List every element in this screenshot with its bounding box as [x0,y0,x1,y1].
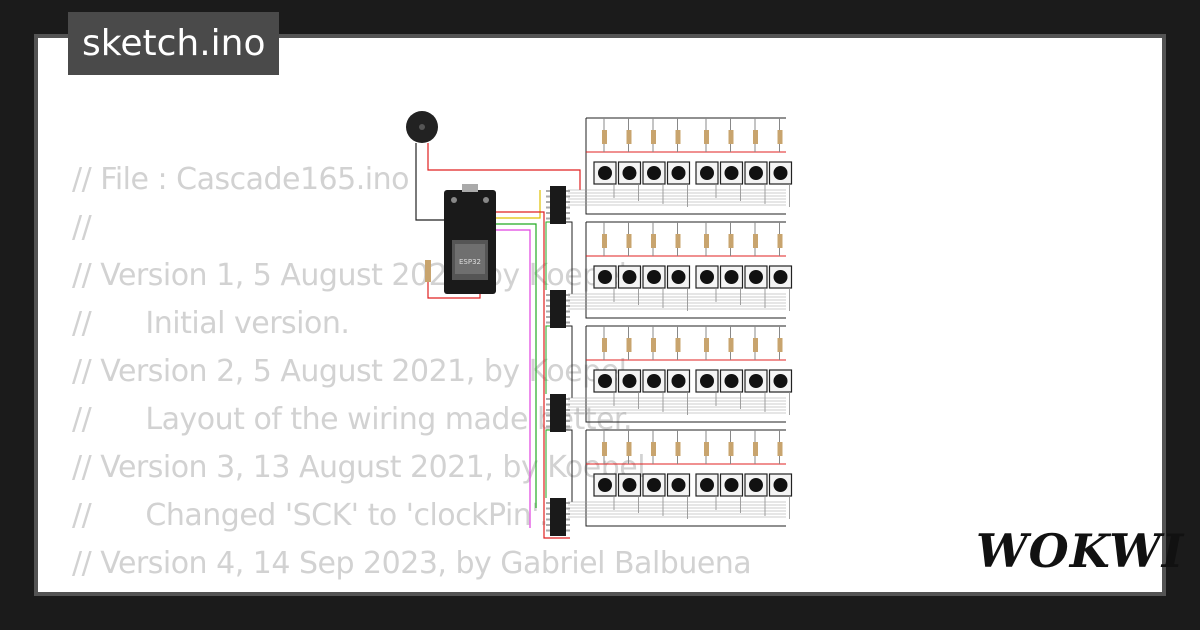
push-button[interactable] [622,166,637,180]
shift-register [546,498,570,536]
code-line: // Changed 'SCK' to 'clockPin'. [72,498,549,533]
circuit-diagram: ESP32 [406,111,793,539]
code-line: // [72,210,92,245]
push-button[interactable] [671,478,686,492]
wokwi-logo: WOKWI [976,524,1185,578]
push-button[interactable] [671,270,686,284]
code-preview: // File : Cascade165.ino//// Version 1, … [72,156,752,592]
resistor [753,338,758,352]
resistor [651,442,656,456]
push-button[interactable] [700,478,714,492]
push-button[interactable] [598,478,612,492]
resistor [626,234,632,248]
push-button[interactable] [671,374,686,388]
resistor [602,130,607,144]
push-button[interactable] [647,270,661,284]
code-line: // Layout of the wiring made better. [72,402,633,437]
code-line: // Changed Arduino to ESP32 [72,588,751,592]
push-button[interactable] [700,166,714,180]
resistor [602,338,607,352]
resistor [728,338,734,352]
push-button[interactable] [724,270,739,284]
board-label: ESP32 [459,258,481,266]
push-button[interactable] [749,270,763,284]
button-row [568,117,793,215]
resistor [777,234,783,248]
resistor [704,338,709,352]
push-button[interactable] [749,374,763,388]
resistor [602,234,607,248]
push-button[interactable] [700,374,714,388]
resistor [777,130,783,144]
resistor [777,442,783,456]
button-row [568,429,793,527]
push-button[interactable] [647,166,661,180]
resistor [704,442,709,456]
esp32-board: ESP32 [444,184,496,294]
resistor [777,338,783,352]
resistor [704,234,709,248]
resistor [675,130,681,144]
resistor [753,130,758,144]
shift-register [545,186,573,294]
button-row [568,221,793,319]
resistor [675,442,681,456]
push-button[interactable] [622,270,637,284]
shift-register [545,290,573,398]
resistor [675,338,681,352]
code-line: // Initial version. [72,306,350,341]
push-button[interactable] [773,478,788,492]
file-tab[interactable]: sketch.ino [68,12,280,75]
resistor [626,130,632,144]
push-button[interactable] [598,270,612,284]
preview-frame: // File : Cascade165.ino//// Version 1, … [34,34,1166,596]
push-button[interactable] [773,374,788,388]
resistor [626,338,632,352]
push-button[interactable] [622,374,637,388]
push-button[interactable] [773,166,788,180]
push-button[interactable] [598,374,612,388]
resistor [651,130,656,144]
push-button[interactable] [724,166,739,180]
push-button[interactable] [749,478,763,492]
resistor [704,130,709,144]
button-row [568,325,793,423]
push-button[interactable] [724,374,739,388]
code-line: // Version 4, 14 Sep 2023, by Gabriel Ba… [72,546,752,581]
push-button[interactable] [773,270,788,284]
resistor [651,234,656,248]
resistor [728,130,734,144]
buzzer [406,111,438,143]
resistor [753,442,758,456]
resistor [602,442,607,456]
resistor [675,234,681,248]
resistor [651,338,656,352]
push-button[interactable] [700,270,714,284]
code-line: // File : Cascade165.ino [72,162,409,197]
resistor [728,234,734,248]
resistor [626,442,632,456]
push-button[interactable] [598,166,612,180]
push-button[interactable] [724,478,739,492]
push-button[interactable] [671,166,686,180]
push-button[interactable] [647,478,661,492]
resistor [728,442,734,456]
push-button[interactable] [622,478,637,492]
code-line: // Version 3, 13 August 2021, by Koepel [72,450,646,485]
resistor [753,234,758,248]
push-button[interactable] [749,166,763,180]
push-button[interactable] [647,374,661,388]
